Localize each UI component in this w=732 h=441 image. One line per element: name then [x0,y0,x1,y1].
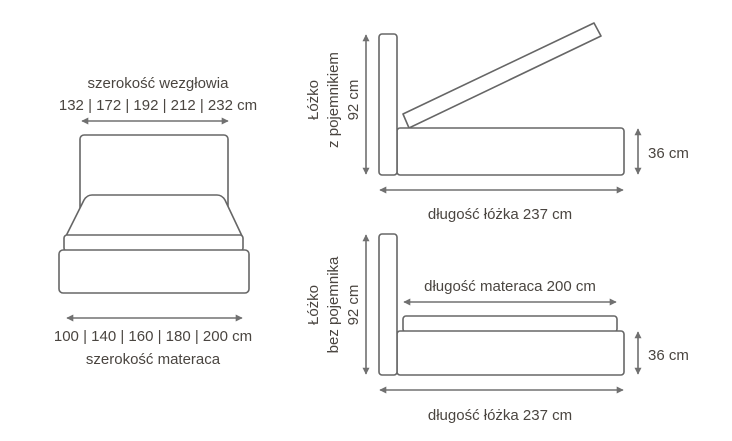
bed-base-side [396,127,625,176]
with-storage-label-line2: z pojemnikiem [325,52,342,148]
headboard-side-2 [378,233,398,376]
without-storage-base-height: 36 cm [648,347,689,364]
bed-base-side-2 [396,330,625,376]
mattress-band-front [63,234,244,252]
without-storage-label-line1: Łóżko [305,285,322,325]
mattress-top-front [64,194,244,237]
side-view-with-storage: Łóżko z pojemnikiem 92 cm 36 cm długość … [305,22,689,223]
with-storage-height: 92 cm [345,80,362,121]
front-view: szerokość wezgłowia 132 | 172 | 192 | 21… [54,75,257,368]
with-storage-label-line1: Łóżko [305,80,322,120]
without-storage-height: 92 cm [345,285,362,326]
with-storage-length: długość łóżka 237 cm [428,206,572,223]
lifted-storage-lid [402,22,602,129]
mattress-side [402,315,618,333]
side-view-without-storage: Łóżko bez pojemnika 92 cm długość matera… [305,233,689,424]
without-storage-length: długość łóżka 237 cm [428,407,572,424]
without-storage-label-line2: bez pojemnika [325,256,342,353]
headboard-width-label: szerokość wezgłowia [88,75,230,92]
mattress-length-label: długość materaca 200 cm [424,278,596,295]
bed-base-front [58,249,250,294]
mattress-width-values: 100 | 140 | 160 | 180 | 200 cm [54,328,252,345]
headboard-width-values: 132 | 172 | 192 | 212 | 232 cm [59,97,257,114]
mattress-width-label: szerokość materaca [86,351,221,368]
with-storage-base-height: 36 cm [648,145,689,162]
headboard-side [378,33,398,176]
